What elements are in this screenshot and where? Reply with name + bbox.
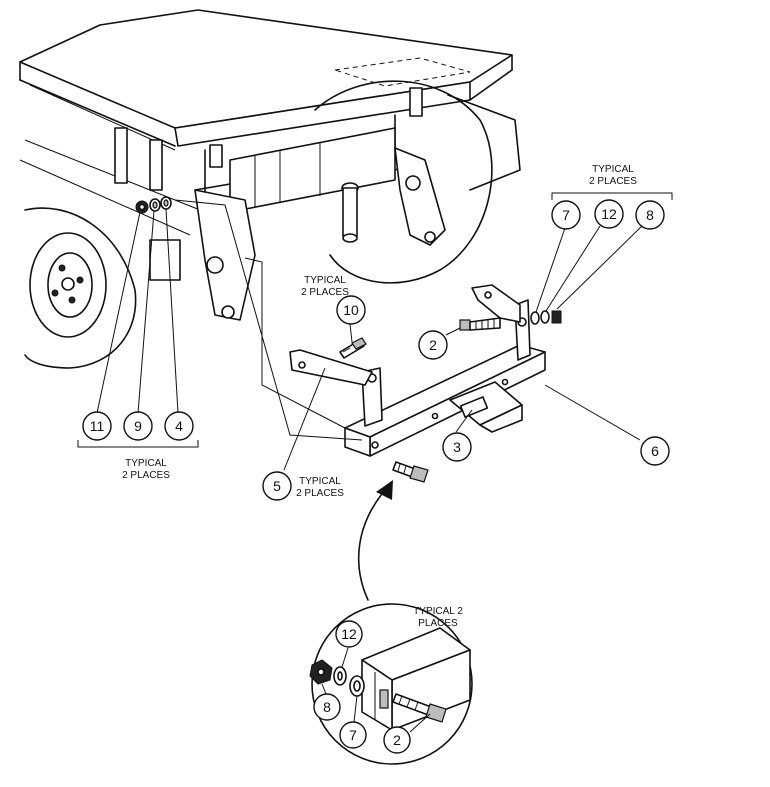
callout-10: 10 <box>336 295 366 325</box>
callout-8: 8 <box>635 200 665 230</box>
hitch-receiver-assembly <box>344 299 546 457</box>
callout-2: 2 <box>418 330 448 360</box>
bolt-lower <box>392 461 429 483</box>
note-left-bottom: TYPICAL 2 PLACES <box>122 458 170 481</box>
callout-11: 11 <box>82 411 112 441</box>
svg-text:11: 11 <box>90 418 105 434</box>
frame-hardware <box>135 196 172 214</box>
rear-wheel-left <box>24 207 137 369</box>
svg-text:2 PLACES: 2 PLACES <box>301 287 349 298</box>
alignment-lines <box>174 199 363 441</box>
leader-lines <box>96 208 643 733</box>
braces <box>77 192 673 448</box>
spring-hanger-left <box>149 189 256 321</box>
callout-7: 7 <box>551 200 581 230</box>
callout-9: 9 <box>123 411 153 441</box>
svg-text:7: 7 <box>562 207 570 223</box>
svg-text:2: 2 <box>429 337 437 353</box>
svg-text:12: 12 <box>341 626 357 642</box>
note-bolt-10: TYPICAL 2 PLACES <box>301 275 349 298</box>
svg-text:TYPICAL: TYPICAL <box>299 476 341 487</box>
bolt-10 <box>339 337 367 359</box>
axle-tube <box>229 127 396 243</box>
hardware-7-12-8 <box>530 310 562 325</box>
svg-text:TYPICAL: TYPICAL <box>125 458 167 469</box>
svg-text:TYPICAL: TYPICAL <box>304 275 346 286</box>
spring-hanger-right <box>394 147 446 246</box>
mounting-bracket-right <box>471 284 521 323</box>
detail-callout-12: 12 <box>335 620 363 648</box>
svg-text:12: 12 <box>601 206 617 222</box>
svg-text:6: 6 <box>651 443 659 459</box>
callout-4: 4 <box>164 411 194 441</box>
svg-text:TYPICAL: TYPICAL <box>592 164 634 175</box>
detail-callout-2: 2 <box>383 726 411 754</box>
svg-text:8: 8 <box>646 207 654 223</box>
svg-text:2 PLACES: 2 PLACES <box>296 488 344 499</box>
callout-3: 3 <box>442 432 472 462</box>
svg-text:7: 7 <box>349 727 357 743</box>
note-right-top: TYPICAL 2 PLACES <box>589 164 637 187</box>
detail-arrow <box>357 480 393 601</box>
callout-12: 12 <box>594 199 624 229</box>
svg-text:4: 4 <box>175 418 183 434</box>
svg-text:2: 2 <box>393 732 401 748</box>
rear-wheel-right <box>314 80 521 284</box>
svg-text:PLACES: PLACES <box>418 618 458 629</box>
callout-6: 6 <box>640 436 670 466</box>
detail-callout-8: 8 <box>313 693 341 721</box>
svg-text:8: 8 <box>323 699 331 715</box>
detail-callout-7: 7 <box>339 721 367 749</box>
svg-text:3: 3 <box>453 439 461 455</box>
svg-text:2 PLACES: 2 PLACES <box>122 470 170 481</box>
svg-text:10: 10 <box>343 302 359 318</box>
note-bracket-5: TYPICAL 2 PLACES <box>296 476 344 499</box>
svg-text:5: 5 <box>273 478 281 494</box>
note-detail: TYPICAL 2 PLACES <box>413 606 463 629</box>
mounting-bracket-left <box>289 349 373 386</box>
svg-text:TYPICAL 2: TYPICAL 2 <box>413 606 463 617</box>
callout-5: 5 <box>262 471 292 501</box>
svg-text:2 PLACES: 2 PLACES <box>589 176 637 187</box>
bolt-2-upper <box>459 317 501 331</box>
svg-text:9: 9 <box>134 418 142 434</box>
